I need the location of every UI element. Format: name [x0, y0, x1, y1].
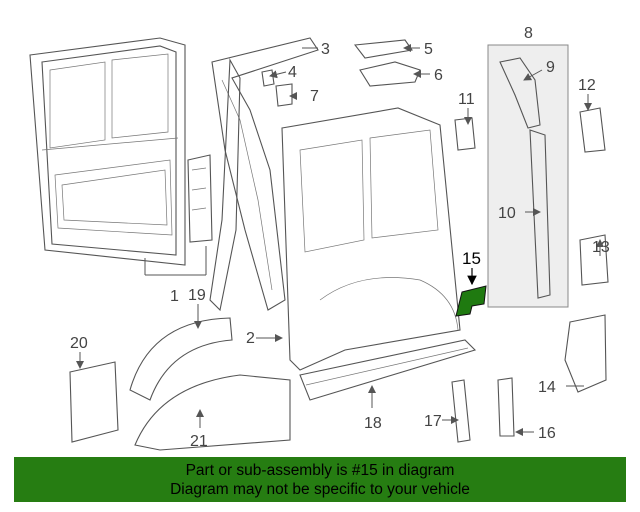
leader-lines	[76, 44, 604, 436]
callout-20: 20	[70, 335, 88, 352]
part-4-clip	[261, 69, 275, 87]
banner-line-1: Part or sub-assembly is #15 in diagram	[185, 462, 455, 479]
callout-16: 16	[538, 425, 556, 442]
callout-6: 6	[434, 67, 443, 84]
callout-19: 19	[188, 287, 206, 304]
banner-line-2: Diagram may not be specific to your vehi…	[170, 481, 470, 498]
part-1-rear-door-panel	[29, 37, 213, 266]
callout-2: 2	[246, 330, 255, 347]
part-5-reinforcement	[353, 39, 413, 59]
callout-4: 4	[288, 64, 297, 81]
callout-1: 1	[170, 288, 179, 305]
part-18-rocker	[299, 339, 477, 401]
callout-15: 15	[462, 249, 481, 268]
part-21-wheelhouse-inner	[134, 374, 291, 451]
callout-8: 8	[524, 25, 533, 42]
callout-14: 14	[538, 379, 556, 396]
callout-labels: 1 2 3 4 5 6 7 8 9 10 11 12 13 14 15 16 1…	[70, 25, 610, 450]
callout-11: 11	[458, 91, 475, 108]
callout-18: 18	[364, 415, 382, 432]
part-17-bracket	[451, 379, 471, 443]
part-14-pillar-lower	[564, 314, 607, 393]
callout-17: 17	[424, 413, 442, 430]
part-12-bracket	[579, 107, 606, 153]
part-11-bracket	[454, 117, 476, 151]
callout-7: 7	[310, 88, 319, 105]
callout-21: 21	[190, 433, 208, 450]
callout-5: 5	[424, 41, 433, 58]
part-3-pillar	[209, 37, 319, 312]
part-7-bracket	[275, 83, 293, 107]
part-15-highlighted-bracket	[455, 285, 487, 317]
part-2-side-panel	[281, 107, 461, 371]
callout-13: 13	[592, 239, 610, 256]
part-6-bracket	[359, 61, 421, 87]
callout-10: 10	[498, 205, 516, 222]
part-20-panel	[69, 361, 119, 443]
part-16-bracket	[497, 377, 515, 437]
part-8-assembly-box	[487, 44, 569, 308]
part-19-wheelhouse-outer	[129, 317, 233, 401]
parts-diagram: 1 2 3 4 5 6 7 8 9 10 11 12 13 14 15 16 1…	[29, 25, 610, 451]
callout-9: 9	[546, 59, 555, 76]
callout-3: 3	[321, 41, 330, 58]
info-banner: Part or sub-assembly is #15 in diagram D…	[14, 457, 626, 502]
callout-12: 12	[578, 77, 596, 94]
part-13-bracket	[579, 234, 609, 286]
